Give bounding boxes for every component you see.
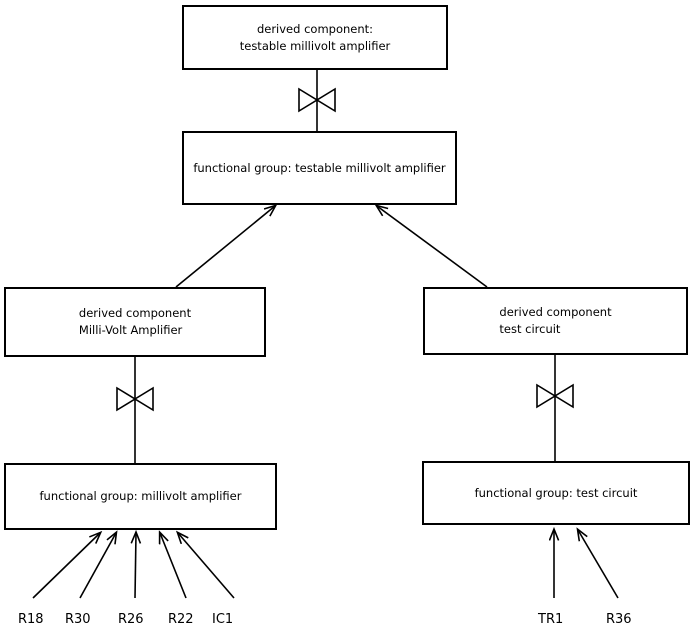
- node-label-line: derived component: [499, 305, 612, 319]
- node-label: derived component test circuit: [499, 304, 611, 338]
- node-label-line: Milli-Volt Amplifier: [78, 323, 183, 337]
- node-label: derived component: testable millivolt amp…: [240, 21, 391, 55]
- leaf-label-r36: R36: [606, 612, 632, 627]
- bowtie-right-right-triangle-icon: [553, 383, 574, 409]
- node-label-line: derived component: [78, 306, 192, 320]
- arrow-r36: [578, 530, 619, 599]
- node-fg-test-circuit[interactable]: functional group: test circuit: [422, 461, 690, 525]
- bowtie-right-left-triangle-icon: [536, 383, 557, 409]
- arrow-r18: [32, 533, 100, 599]
- node-label-line: derived component:: [256, 21, 374, 36]
- leaf-label-r22: R22: [168, 612, 194, 627]
- node-label: functional group: testable millivolt amp…: [193, 160, 445, 177]
- bowtie-top-right-triangle-icon: [315, 87, 336, 113]
- node-label-line: functional group: testable millivolt amp…: [193, 160, 446, 175]
- leaf-label-r30: R30: [65, 612, 91, 627]
- node-label-line: testable millivolt amplifier: [239, 38, 391, 53]
- node-label-line: functional group: test circuit: [474, 485, 638, 500]
- node-label: functional group: millivolt amplifier: [40, 488, 242, 505]
- bowtie-left-right-triangle-icon: [133, 386, 154, 412]
- arrow-ic1: [178, 533, 235, 599]
- node-label-line: functional group: millivolt amplifier: [39, 489, 242, 503]
- leaf-label-r26: R26: [118, 612, 144, 627]
- arrow-r30: [79, 533, 116, 599]
- arrow-r22: [160, 533, 187, 599]
- gen-mv-amp-to-testable: [175, 206, 275, 288]
- node-label: functional group: test circuit: [475, 485, 638, 502]
- leaf-label-r18: R18: [18, 612, 44, 627]
- node-fg-mv-amp[interactable]: functional group: millivolt amplifier: [4, 463, 277, 530]
- arrow-r26: [135, 533, 136, 599]
- leaf-label-ic1: IC1: [212, 612, 234, 627]
- bowtie-left-left-triangle-icon: [116, 386, 137, 412]
- node-derived-testable-mv-amp[interactable]: derived component: testable millivolt amp…: [182, 5, 448, 70]
- gen-test-circuit-to-testable: [377, 206, 488, 288]
- node-label-line: test circuit: [499, 322, 561, 336]
- node-derived-test-circuit[interactable]: derived component test circuit: [423, 287, 688, 355]
- node-fg-testable-mv-amp[interactable]: functional group: testable millivolt amp…: [182, 131, 457, 205]
- bowtie-top-left-triangle-icon: [298, 87, 319, 113]
- leaf-label-tr1: TR1: [538, 612, 564, 627]
